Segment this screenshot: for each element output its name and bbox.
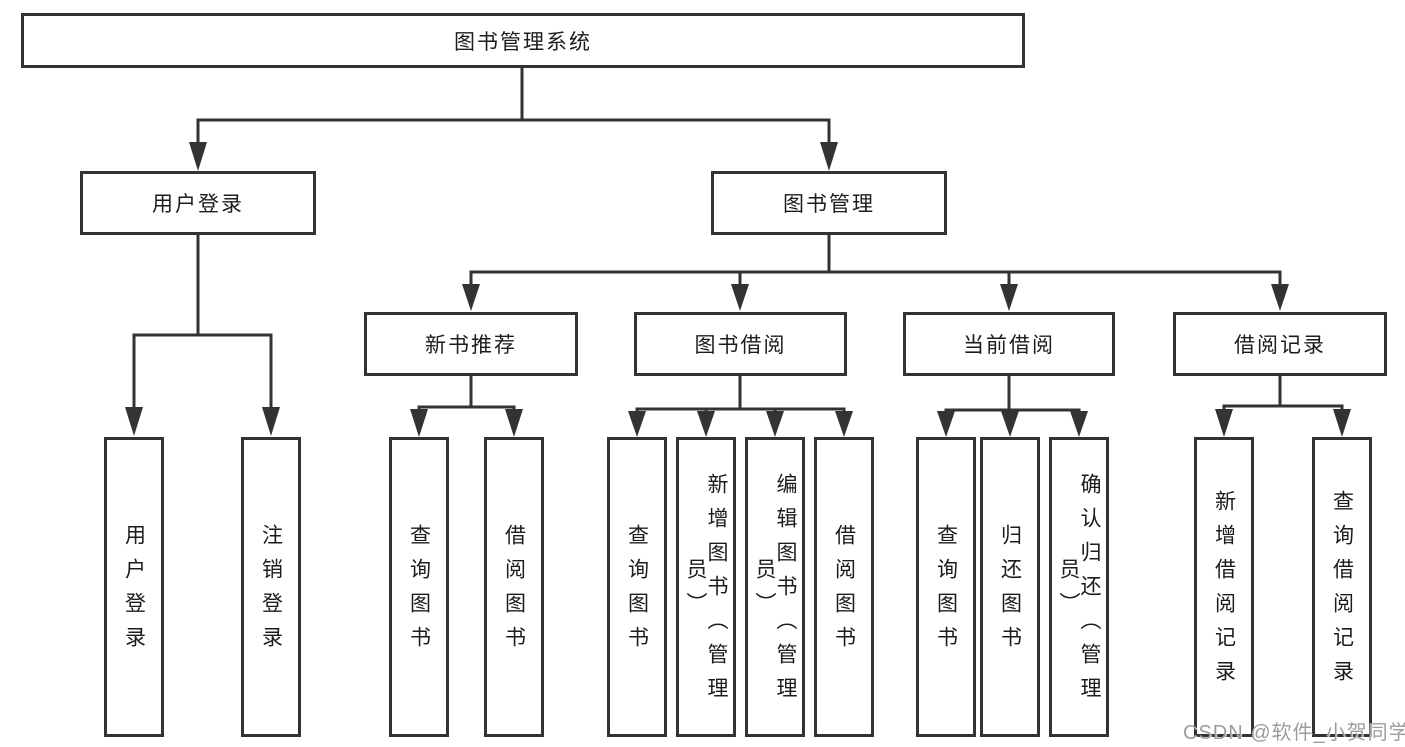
leaf-add-book-admin: 新增图书（管理员） (676, 437, 736, 737)
leaf-logout: 注销登录 (241, 437, 301, 737)
connector-root-level2 (196, 66, 831, 144)
leaf-return-books: 归还图书 (980, 437, 1040, 737)
leaf-query-books-current: 查询图书 (916, 437, 976, 737)
leaf-user-login: 用户登录 (104, 437, 164, 737)
connector-recommend-leaves (417, 374, 516, 413)
node-current-borrow: 当前借阅 (903, 312, 1115, 376)
connector-bookmgmt-level3 (469, 233, 1282, 286)
connector-userlogin-leaves (132, 233, 273, 409)
node-library-management-system: 图书管理系统 (21, 13, 1025, 68)
leaf-add-borrow-record: 新增借阅记录 (1194, 437, 1254, 737)
leaf-borrow-books-borrow: 借阅图书 (814, 437, 874, 737)
node-new-book-recommend: 新书推荐 (364, 312, 578, 376)
node-user-login: 用户登录 (80, 171, 316, 235)
leaf-query-borrow-record: 查询借阅记录 (1312, 437, 1372, 737)
arrowheads (125, 142, 1351, 437)
leaf-query-books-recommend: 查询图书 (389, 437, 449, 737)
leaf-confirm-return-admin: 确认归还（管理员） (1049, 437, 1109, 737)
leaf-borrow-books-recommend: 借阅图书 (484, 437, 544, 737)
connector-borrow-leaves (635, 374, 846, 414)
csdn-watermark: CSDN @软件_小贺同学 (1183, 722, 1405, 744)
node-borrow-records: 借阅记录 (1173, 312, 1387, 376)
connector-current-leaves (944, 374, 1081, 414)
leaf-query-books-borrow: 查询图书 (607, 437, 667, 737)
node-book-management: 图书管理 (711, 171, 947, 235)
leaf-edit-book-admin: 编辑图书（管理员） (745, 437, 805, 737)
node-book-borrow: 图书借阅 (634, 312, 847, 376)
connector-records-leaves (1222, 374, 1344, 412)
